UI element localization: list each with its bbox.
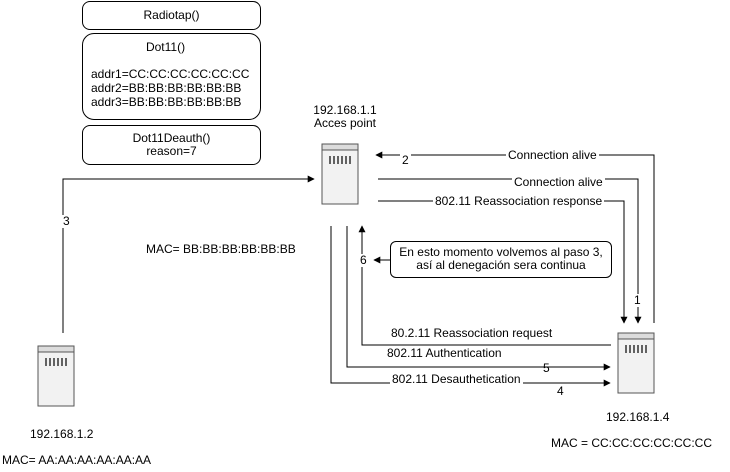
access-point-mac: MAC= BB:BB:BB:BB:BB:BB [146,242,296,256]
deauth-box: Dot11Deauth() reason=7 [82,125,261,165]
step-5: 5 [543,361,550,375]
access-point-ip: 192.168.1.1 [313,103,377,117]
client-mac: MAC = CC:CC:CC:CC:CC:CC [551,436,713,450]
edge-label-reassociation-request: 80.2.11 Reassociation request [389,326,555,340]
edge-label-reassociation-response: 802.11 Reassociation response [433,194,605,208]
step-6: 6 [358,253,369,267]
step-1: 1 [632,293,643,307]
deauth-reason: reason=7 [146,144,197,158]
edge-label-connection-alive-2: Connection alive [512,175,605,189]
step-3: 3 [61,214,72,228]
dot11-title: Dot11() [145,40,186,54]
dot11-addr2: addr2=BB:BB:BB:BB:BB:BB [91,81,242,95]
edge-authentication [346,226,611,371]
dot11-addr1: addr1=CC:CC:CC:CC:CC:CC [91,67,250,81]
note-box: En esto momento volvemos al paso 3, así … [390,241,612,278]
deauth-title: Dot11Deauth() [132,131,211,145]
edge-connection-alive-1 [375,151,655,323]
edge-step-3 [62,175,315,333]
attacker-mac: MAC= AA:AA:AA:AA:AA:AA [2,453,152,467]
attacker-ip: 192.168.1.2 [30,427,94,441]
dot11-box: Dot11() addr1=CC:CC:CC:CC:CC:CC addr2=BB… [82,33,261,120]
radiotap-label: Radiotap() [143,8,200,22]
edge-label-deauthentication: 802.11 Desauthetication [390,372,523,386]
edge-label-connection-alive-1: Connection alive [506,148,599,162]
access-point-server-icon [321,143,359,205]
step-2: 2 [400,153,411,167]
radiotap-box: Radiotap() [82,1,261,30]
dot11-addr3: addr3=BB:BB:BB:BB:BB:BB [91,95,242,109]
client-server-icon [617,332,655,394]
step-4: 4 [557,384,564,398]
note-line-2: así al denegación sera continua [416,258,586,272]
attacker-server-icon [37,345,75,407]
client-ip: 192.168.1.4 [606,410,670,424]
note-line-1: En esto momento volvemos al paso 3, [399,245,603,259]
edge-label-authentication: 802.11 Authentication [385,346,504,360]
access-point-name: Acces point [313,116,377,130]
edge-connection-alive-2 [378,178,642,324]
